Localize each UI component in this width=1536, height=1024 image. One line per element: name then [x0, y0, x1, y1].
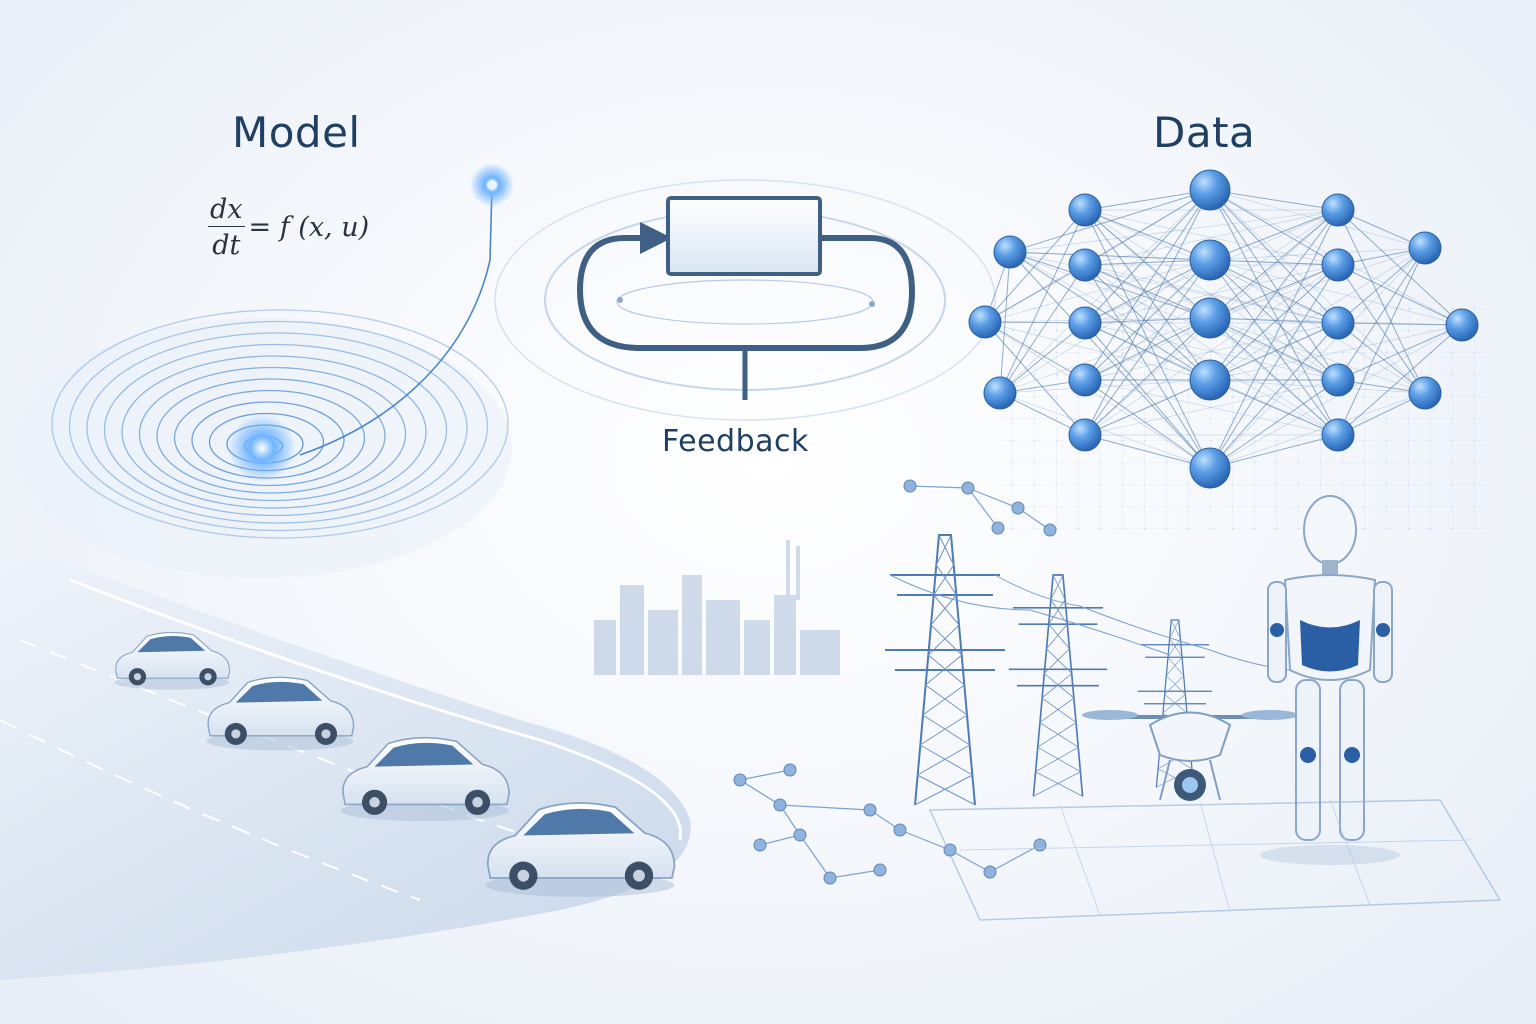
- spiral-center-glow: [228, 414, 296, 482]
- car-icon: [206, 676, 355, 751]
- power-tower-icon: [1137, 619, 1213, 788]
- car-icon: [114, 631, 231, 690]
- neural-network-icon: [968, 169, 1479, 489]
- dynamics-equation: dx dt = f (x, u): [208, 196, 369, 259]
- trajectory-line: [299, 185, 493, 456]
- equation-numerator: dx: [208, 194, 245, 227]
- feedback-label: Feedback: [662, 424, 809, 459]
- humanoid-robot-icon: [1260, 495, 1400, 865]
- data-label: Data: [1153, 108, 1256, 157]
- feedback-loop-icon: [494, 179, 996, 421]
- city-skyline-icon: [594, 540, 840, 675]
- derivative-fraction: dx dt: [208, 196, 245, 259]
- sensor-network: [733, 479, 1057, 885]
- power-tower-icon: [885, 534, 1005, 806]
- power-tower-icon: [1008, 574, 1108, 797]
- controller-box: [666, 196, 822, 276]
- model-label: Model: [232, 108, 361, 157]
- equation-denominator: dt: [212, 230, 241, 261]
- drone-icon: [1082, 710, 1298, 801]
- car-icon: [485, 802, 676, 897]
- car-icon: [341, 736, 510, 822]
- equation-rhs: = f (x, u): [248, 212, 370, 243]
- platform-grid: [928, 799, 1502, 921]
- highway: [0, 560, 691, 980]
